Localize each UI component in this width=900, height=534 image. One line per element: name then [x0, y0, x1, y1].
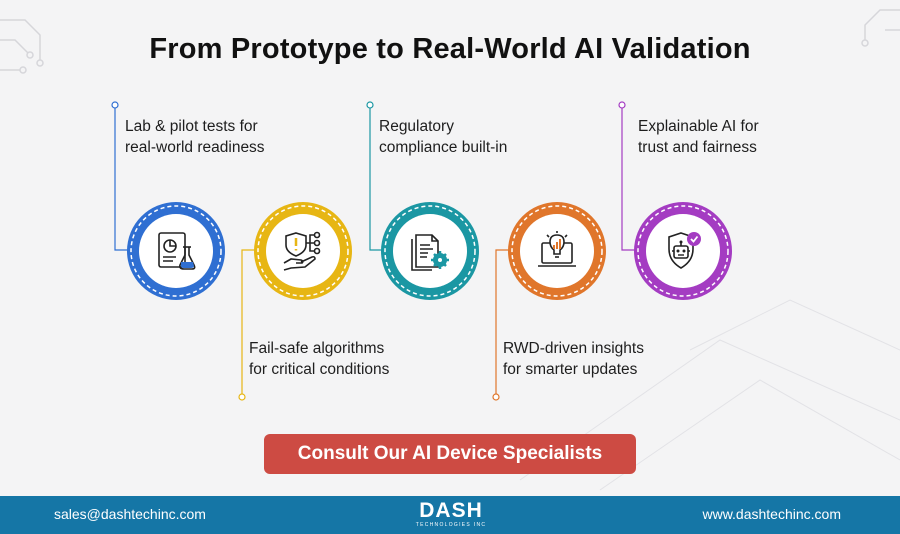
logo-subtitle: TECHNOLOGIES INC	[415, 522, 487, 528]
connector-dot-4	[492, 393, 500, 401]
step-1-circle	[127, 202, 225, 300]
lab-test-icon	[158, 232, 196, 270]
step-2-label: Fail-safe algorithms for critical condit…	[249, 340, 390, 378]
step-1-label: Lab & pilot tests for real-world readine…	[125, 118, 265, 156]
connector-dot-3	[366, 101, 374, 109]
step-5-label: Explainable AI for trust and fairness	[638, 118, 759, 156]
step-4-circle	[508, 202, 606, 300]
connector-dot-1	[111, 101, 119, 109]
logo-word: DASH	[419, 499, 483, 522]
footer: sales@dashtechinc.com DASH TECHNOLOGIES …	[0, 496, 900, 534]
step-2-circle	[254, 202, 352, 300]
connector-dot-2	[238, 393, 246, 401]
document-gear-icon	[411, 234, 449, 271]
page-title: From Prototype to Real-World AI Validati…	[149, 33, 751, 65]
robot-shield-icon	[668, 232, 701, 269]
footer-website[interactable]: www.dashtechinc.com	[702, 506, 841, 522]
shield-hand-icon	[283, 231, 321, 271]
dash-logo: DASH TECHNOLOGIES INC	[411, 499, 491, 529]
step-3-circle	[381, 202, 479, 300]
step-3-label: Regulatory compliance built-in	[379, 118, 508, 156]
laptop-insights-icon	[538, 231, 576, 267]
footer-email[interactable]: sales@dashtechinc.com	[54, 506, 206, 522]
consult-specialists-button[interactable]: Consult Our AI Device Specialists	[264, 434, 636, 474]
step-4-label: RWD-driven insights for smarter updates	[503, 340, 644, 378]
connector-dot-5	[618, 101, 626, 109]
step-5-circle	[634, 202, 732, 300]
